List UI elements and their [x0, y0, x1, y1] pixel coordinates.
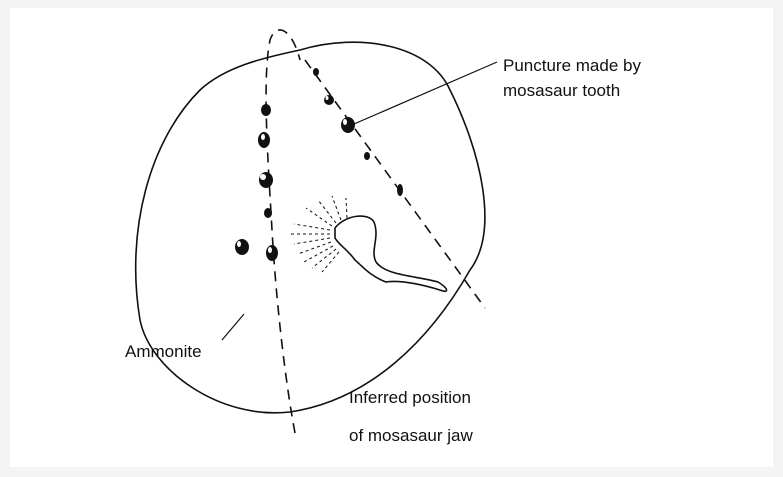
puncture-mark: [258, 132, 270, 148]
puncture-mark: [341, 117, 355, 133]
puncture-mark: [235, 239, 249, 255]
puncture-mark: [364, 152, 370, 160]
jaw-label-line2: of mosasaur jaw: [349, 426, 473, 445]
ammonite-label: Ammonite: [125, 342, 202, 361]
puncture-mark: [266, 245, 278, 261]
puncture-mark: [324, 95, 334, 105]
puncture-mark: [313, 68, 319, 76]
puncture-mark: [261, 104, 271, 116]
puncture-label-line1: Puncture made by: [503, 56, 641, 75]
ammonite-leader-line: [222, 314, 244, 340]
jaw-label-line1: Inferred position: [349, 388, 471, 407]
puncture-highlights: [237, 96, 347, 253]
puncture-leader-line: [354, 62, 497, 124]
puncture-mark: [259, 172, 273, 188]
puncture-marks: [235, 68, 403, 261]
puncture-mark: [397, 184, 403, 196]
wound-outline: [335, 216, 447, 291]
crack-lines: [290, 196, 347, 272]
puncture-label-line2: mosasaur tooth: [503, 81, 620, 100]
puncture-mark: [264, 208, 272, 218]
jaw-line-left: [266, 30, 300, 433]
